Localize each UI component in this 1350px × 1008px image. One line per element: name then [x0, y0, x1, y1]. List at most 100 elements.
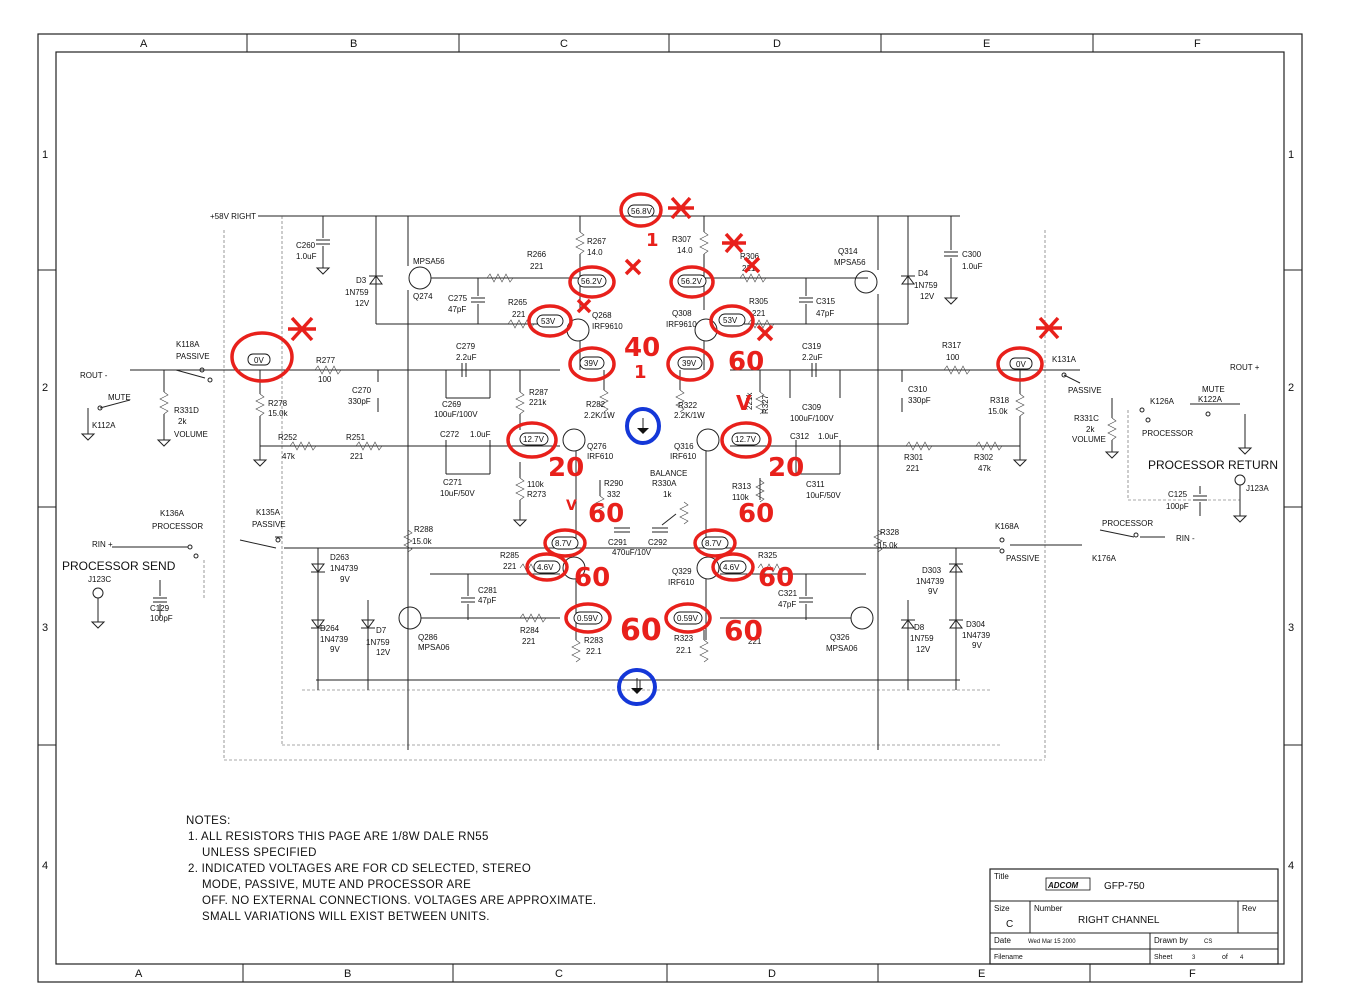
grid-labels: A B C D E F A B C D E F 1 2 3 4 1 2 3 4 [42, 38, 1294, 980]
markup-mark-1-mid: 1 [634, 362, 647, 383]
voltage-tag-56-2-right: 56.2V [681, 277, 703, 286]
label-c300-value: 1.0uF [962, 262, 983, 271]
label-j123c: J123C [88, 575, 111, 584]
label-q326: Q326 [830, 633, 850, 642]
label-q329-type: IRF610 [668, 578, 695, 587]
label-d304-part: 1N4739 [962, 631, 991, 640]
voltage-tag-12-7-right: 12.7V [735, 435, 757, 444]
notes-heading: NOTES: [186, 815, 231, 827]
row-label-3-right: 3 [1288, 622, 1294, 634]
label-c281-value: 47pF [478, 596, 496, 605]
label-r282: R282 [586, 400, 606, 409]
label-r287-value: 221k [529, 398, 547, 407]
label-mute-right: MUTE [1202, 385, 1225, 394]
label-r283-value: 22.1 [586, 647, 602, 656]
label-r313: R313 [732, 482, 752, 491]
label-q314-type: MPSA56 [834, 258, 866, 267]
label-c279: C279 [456, 342, 476, 351]
col-label-a-bottom: A [135, 968, 143, 980]
title-block-drawn: CS [1204, 939, 1212, 945]
voltage-tag-8-7-right: 8.7V [705, 539, 722, 548]
voltage-tag-39-left: 39V [584, 359, 599, 368]
label-k118: K118A [176, 340, 200, 349]
col-label-d-top: D [773, 38, 781, 50]
label-r322: R322 [678, 401, 698, 410]
label-q268: Q268 [592, 311, 612, 320]
markup-number-40: 40 [624, 333, 660, 363]
label-r318: R318 [990, 396, 1010, 405]
label-r278: R278 [268, 399, 288, 408]
notes-line-3: 2. INDICATED VOLTAGES ARE FOR CD SELECTE… [188, 863, 531, 875]
label-k126: K126A [1150, 397, 1175, 406]
label-c292: C292 [648, 538, 668, 547]
label-r288: R288 [414, 525, 434, 534]
row-label-1-right: 1 [1288, 149, 1294, 161]
label-r301: R301 [904, 453, 924, 462]
label-c275: C275 [448, 294, 468, 303]
label-processor-return: PROCESSOR RETURN [1148, 458, 1278, 472]
label-r302: R302 [974, 453, 994, 462]
label-r265: R265 [508, 298, 528, 307]
label-c125: C125 [1168, 490, 1188, 499]
label-c310: C310 [908, 385, 928, 394]
supply-label: +58V RIGHT [210, 212, 256, 221]
col-label-e-bottom: E [978, 968, 985, 980]
label-d4-value: 12V [920, 292, 935, 301]
label-volume-left: VOLUME [174, 430, 208, 439]
row-label-1-left: 1 [42, 149, 48, 161]
label-c309-value: 100uF/100V [790, 414, 834, 423]
title-block-filename-label: Filename [994, 954, 1023, 961]
col-label-a-top: A [140, 38, 148, 50]
label-r317-value: 100 [946, 353, 960, 362]
label-q268-type: IRF9610 [592, 322, 623, 331]
markup-number-60-e: 60 [758, 563, 794, 593]
label-d304-value: 9V [972, 641, 982, 650]
label-r277-value: 100 [318, 375, 332, 384]
col-label-d-bottom: D [768, 968, 776, 980]
voltage-tag-0-59-right: 0.59V [677, 614, 699, 623]
voltage-tag-39-right: 39V [682, 359, 697, 368]
label-r266-value: 221 [530, 262, 544, 271]
label-d4: D4 [918, 269, 929, 278]
label-q286-type: MPSA06 [418, 643, 450, 652]
voltage-tags: 56.8V 56.2V 56.2V 53V 53V 0V 0V 39V 39V … [247, 204, 1033, 625]
label-r273-value: 110k [527, 480, 545, 489]
voltage-tag-0-right: 0V [1016, 360, 1026, 369]
label-c309: C309 [802, 403, 822, 412]
label-r305-value: 221 [752, 309, 766, 318]
label-r301-value: 221 [906, 464, 920, 473]
label-k136: K136A [160, 509, 185, 518]
label-c291: C291 [608, 538, 628, 547]
label-r306: R306 [740, 252, 760, 261]
label-c312-value: 1.0uF [818, 432, 839, 441]
title-block-drawn-label: Drawn by [1154, 936, 1188, 945]
notes-line-6: SMALL VARIATIONS WILL EXIST BETWEEN UNIT… [202, 911, 490, 923]
title-block-number-label: Number [1034, 904, 1063, 913]
label-r265-value: 221 [512, 310, 526, 319]
label-d3-part: 1N759 [345, 288, 369, 297]
label-c300: C300 [962, 250, 982, 259]
label-r330-value: 1k [663, 490, 672, 499]
label-r307-value: 14.0 [677, 246, 693, 255]
label-q276-type: IRF610 [587, 452, 614, 461]
label-d303-part: 1N4739 [916, 577, 945, 586]
label-q308-type: IRF9610 [666, 320, 697, 329]
label-k122: K122A [1198, 395, 1223, 404]
label-c319: C319 [802, 342, 822, 351]
markup-number-60-a: 60 [728, 347, 764, 377]
component-labels: +58V RIGHT C260 1.0uF D3 1N759 12V MPSA5… [62, 212, 1278, 657]
label-r252-value: 47k [282, 452, 296, 461]
label-d263-value: 9V [340, 575, 350, 584]
label-c321-value: 47pF [778, 600, 796, 609]
label-r324-value: 221 [748, 637, 762, 646]
label-r323: R323 [674, 634, 694, 643]
markup-number-60-d: 60 [574, 563, 610, 593]
label-d303-value: 9V [928, 587, 938, 596]
label-d8-value: 12V [916, 645, 931, 654]
label-r328-value: 15.0k [878, 541, 899, 550]
title-block-title-label: Title [994, 872, 1009, 881]
markup-number-60-c: 60 [738, 499, 774, 529]
title-block-sheet: 3 [1192, 955, 1196, 961]
label-r284-value: 221 [522, 637, 536, 646]
label-c272: C272 [440, 430, 460, 439]
